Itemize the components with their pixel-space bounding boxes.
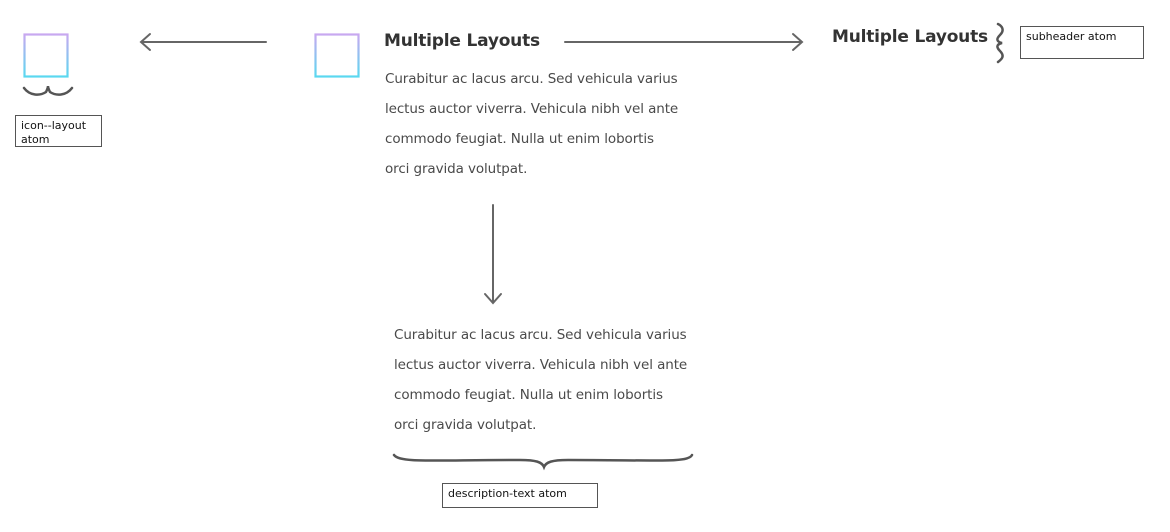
annotation-subheader: subheader atom [1020, 26, 1144, 59]
curly-brace-icon [996, 22, 1004, 64]
description-line: Curabitur ac lacus arcu. Sed vehicula va… [385, 71, 678, 87]
annotation-line: atom [21, 133, 50, 146]
description-line: lectus auctor viverra. Vehicula nibh vel… [394, 357, 688, 373]
layout-icon [23, 33, 69, 83]
curly-brace-icon [392, 453, 694, 471]
description-line: commodo feugiat. Nulla ut enim lobortis [394, 387, 663, 403]
description-line: orci gravida volutpat. [394, 417, 537, 433]
annotation-description-text: description-text atom [442, 483, 598, 508]
arrow-down-icon [484, 204, 502, 305]
bottom-description: Curabitur ac lacus arcu. Sed vehicula va… [394, 320, 687, 440]
description-line: orci gravida volutpat. [385, 161, 528, 177]
center-heading: Multiple Layouts [384, 31, 540, 51]
description-line: lectus auctor viverra. Vehicula nibh vel… [385, 101, 679, 117]
layout-icon [314, 33, 360, 83]
annotation-line: icon--layout [21, 119, 87, 132]
annotation-icon-layout: icon--layout atom [15, 115, 102, 147]
curly-brace-icon [22, 85, 74, 96]
description-line: Curabitur ac lacus arcu. Sed vehicula va… [394, 327, 687, 343]
arrow-left-icon [139, 33, 267, 51]
description-line: commodo feugiat. Nulla ut enim lobortis [385, 131, 654, 147]
subheader-heading: Multiple Layouts [832, 27, 988, 47]
center-description: Curabitur ac lacus arcu. Sed vehicula va… [385, 64, 678, 184]
arrow-right-icon [564, 33, 804, 51]
